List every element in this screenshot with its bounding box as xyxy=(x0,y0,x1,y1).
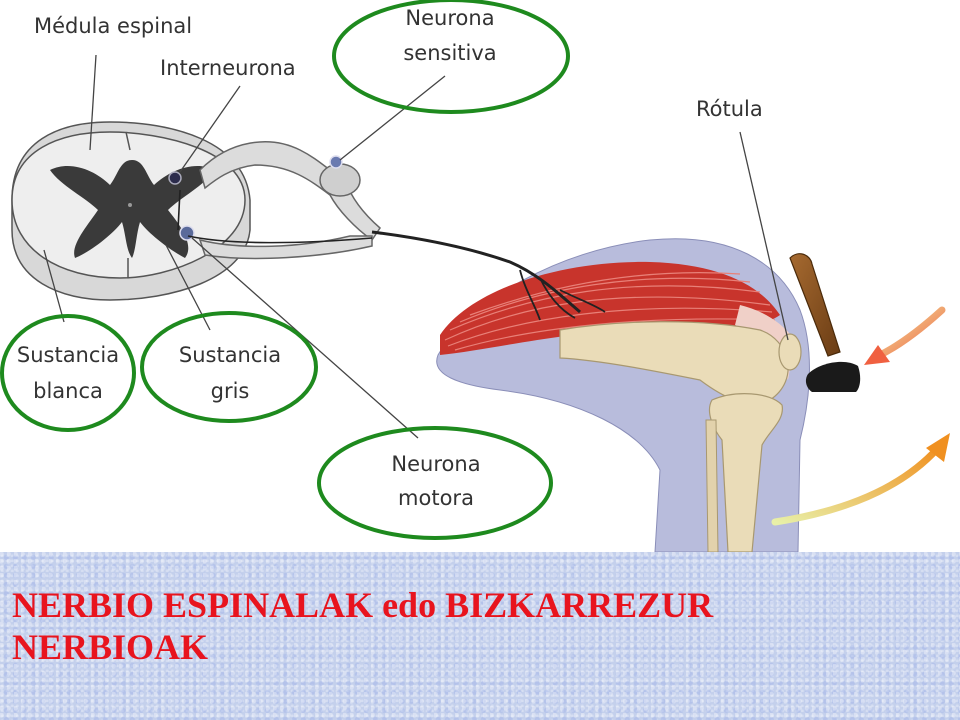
nerve-branches xyxy=(519,269,606,321)
label-interneurona: Interneurona xyxy=(160,56,296,80)
label-rotula: Rótula xyxy=(696,97,763,121)
fibula xyxy=(705,419,719,553)
motor-neuron-body xyxy=(179,225,195,241)
stimulus-arrow-icon xyxy=(864,306,946,365)
femur xyxy=(559,321,789,404)
reflex-hammer-icon xyxy=(789,253,861,392)
central-canal xyxy=(128,203,132,207)
sensory-neuron-body xyxy=(329,155,343,169)
central-fissure xyxy=(125,131,131,278)
nerve-pathway xyxy=(177,141,606,321)
slide-caption: NERBIO ESPINALAK edo BIZKARREZUR NERBIOA… xyxy=(12,584,942,668)
highlight-sustancia-blanca xyxy=(0,314,136,432)
label-neurona-sensitiva-line2: sensitiva xyxy=(403,41,497,65)
highlight-ellipses xyxy=(0,0,570,540)
sensory-ganglion xyxy=(319,163,361,197)
highlight-neurona-sensitiva xyxy=(332,0,570,114)
label-neurona-motora-line1: Neurona xyxy=(391,452,481,476)
leader-neurona-sensitiva xyxy=(339,75,446,161)
label-sustancia-blanca-line1: Sustancia xyxy=(16,343,120,367)
caption-background xyxy=(0,552,960,720)
label-neurona-sensitiva-line1: Neurona xyxy=(405,6,495,30)
leader-medula xyxy=(89,54,97,151)
leader-interneurona xyxy=(179,85,241,173)
highlight-sustancia-gris xyxy=(140,311,318,423)
leg xyxy=(436,238,810,553)
motor-axon xyxy=(177,189,373,244)
spinal-nerve xyxy=(371,230,581,314)
patella xyxy=(778,333,802,371)
label-sustancia-gris-line1: Sustancia xyxy=(178,343,282,367)
label-sustancia-gris-line2: gris xyxy=(210,379,250,403)
hammer-handle xyxy=(789,253,841,357)
caption-line-1: NERBIO ESPINALAK edo BIZKARREZUR xyxy=(12,585,714,625)
muscle-fibers xyxy=(444,272,776,351)
hammer-head xyxy=(805,361,861,392)
highlight-neurona-motora xyxy=(317,426,553,540)
interneuron-body xyxy=(168,171,182,185)
label-medula-espinal: Médula espinal xyxy=(34,14,193,38)
label-sustancia-blanca-line2: blanca xyxy=(33,379,103,403)
leader-sustancia-blanca xyxy=(43,249,65,323)
spinal-cord xyxy=(11,121,251,301)
leader-rotula xyxy=(739,131,789,341)
label-neurona-motora-line2: motora xyxy=(398,486,474,510)
response-arrow-icon xyxy=(771,433,950,526)
caption-line-2: NERBIOAK xyxy=(12,627,209,667)
